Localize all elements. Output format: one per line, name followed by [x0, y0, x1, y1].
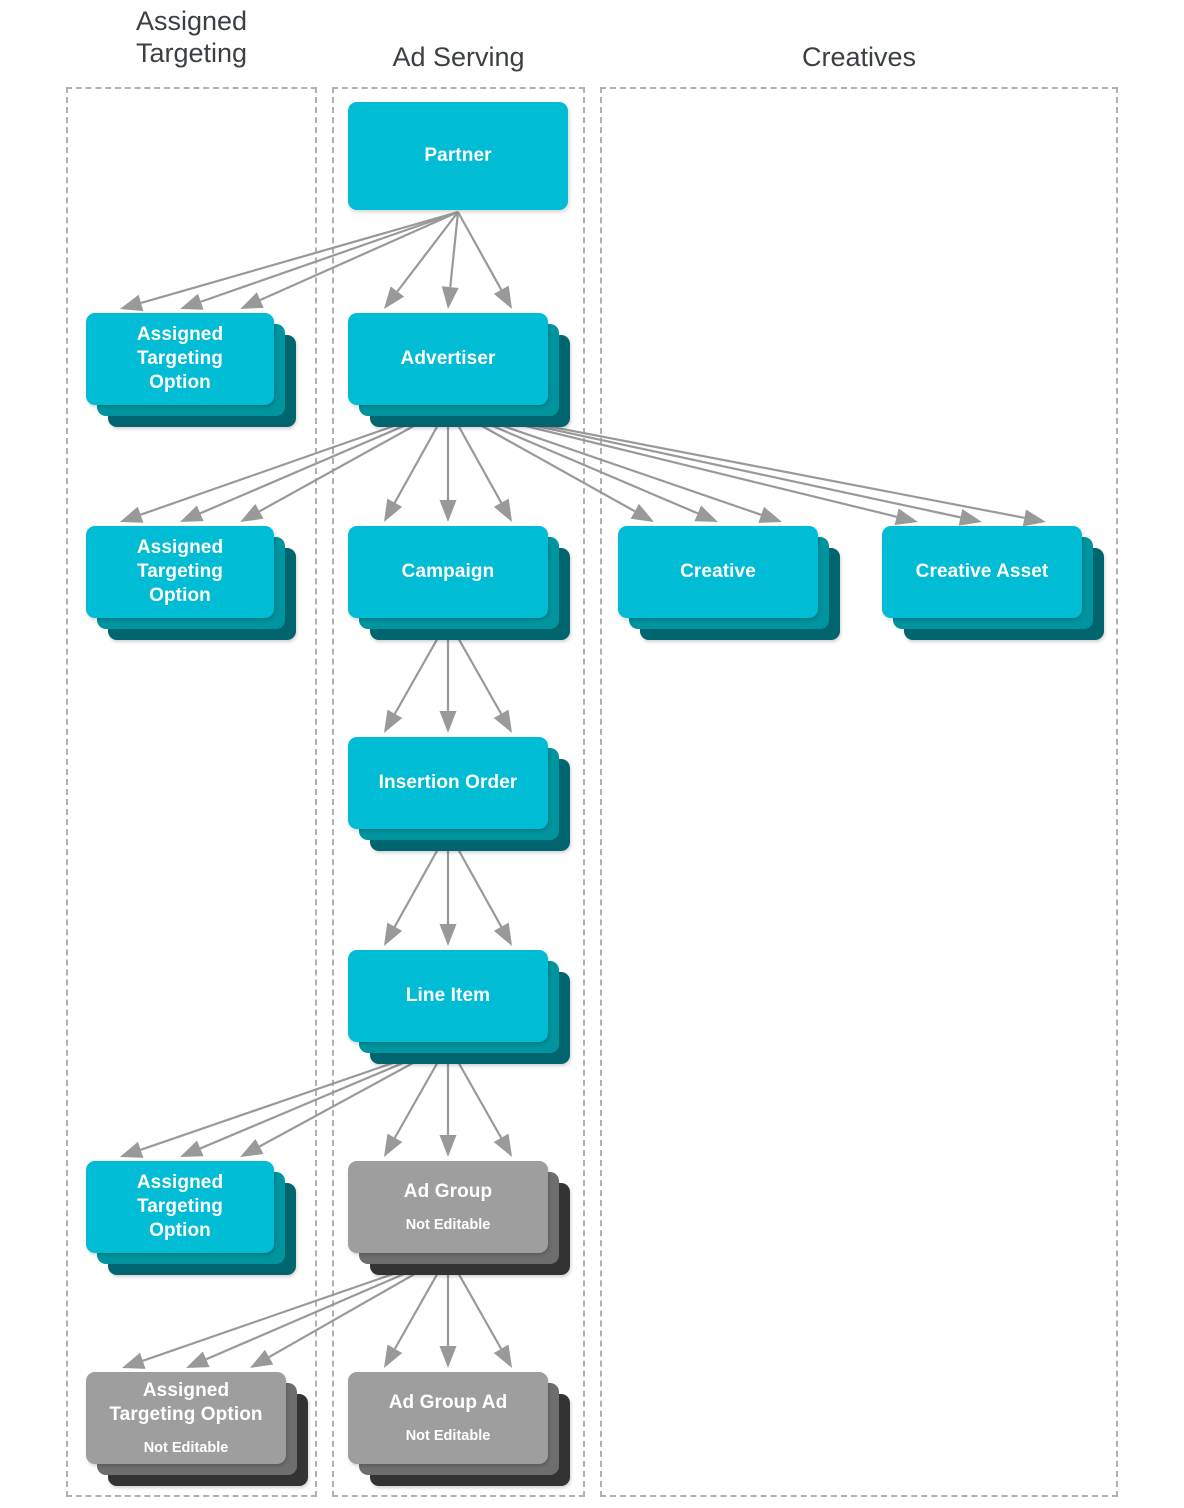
node-partner[interactable]: Partner	[348, 102, 568, 210]
node-label: Advertiser	[400, 348, 496, 370]
column-header-ad-serving: Ad Serving	[392, 42, 525, 72]
node-label: Insertion Order	[378, 772, 518, 794]
node-not-editable-note: Not Editable	[405, 1216, 491, 1233]
node-advertiser[interactable]: Advertiser	[348, 313, 570, 427]
node-label: Creative Asset	[915, 561, 1049, 583]
node-label: Assigned Targeting Option	[136, 324, 224, 393]
node-card-ad-group-ad[interactable]: Ad Group Ad Not Editable	[348, 1372, 548, 1464]
node-card-creative-asset[interactable]: Creative Asset	[882, 526, 1082, 618]
node-label: Assigned Targeting Option	[136, 537, 224, 606]
node-campaign[interactable]: Campaign	[348, 526, 570, 640]
node-card-assigned-targeting-option-line-item[interactable]: Assigned Targeting Option	[86, 1161, 274, 1253]
node-assigned-targeting-option-advertiser[interactable]: Assigned Targeting Option	[86, 526, 296, 640]
column-frame-ad-serving	[332, 87, 585, 1497]
node-not-editable-note: Not Editable	[405, 1427, 491, 1444]
node-creative-asset[interactable]: Creative Asset	[882, 526, 1104, 640]
node-assigned-targeting-option-partner[interactable]: Assigned Targeting Option	[86, 313, 296, 427]
node-label: Ad Group	[403, 1180, 493, 1202]
node-ad-group-ad[interactable]: Ad Group Ad Not Editable	[348, 1372, 570, 1486]
node-card-partner[interactable]: Partner	[348, 102, 568, 210]
node-card-insertion-order[interactable]: Insertion Order	[348, 737, 548, 829]
node-card-creative[interactable]: Creative	[618, 526, 818, 618]
column-frame-creatives	[600, 87, 1118, 1497]
column-frame-assigned-targeting	[66, 87, 317, 1497]
node-card-line-item[interactable]: Line Item	[348, 950, 548, 1042]
node-label: Line Item	[405, 985, 491, 1007]
node-card-campaign[interactable]: Campaign	[348, 526, 548, 618]
node-creative[interactable]: Creative	[618, 526, 840, 640]
node-label: Campaign	[401, 561, 495, 583]
column-header-assigned-targeting: Assigned Targeting	[135, 6, 248, 68]
node-assigned-targeting-option-line-item[interactable]: Assigned Targeting Option	[86, 1161, 296, 1275]
node-not-editable-note: Not Editable	[143, 1439, 229, 1456]
node-label: Assigned Targeting Option	[136, 1172, 224, 1241]
node-insertion-order[interactable]: Insertion Order	[348, 737, 570, 851]
node-label: Creative	[680, 561, 756, 583]
node-card-advertiser[interactable]: Advertiser	[348, 313, 548, 405]
node-line-item[interactable]: Line Item	[348, 950, 570, 1064]
node-label: Partner	[424, 145, 492, 167]
node-card-assigned-targeting-option-partner[interactable]: Assigned Targeting Option	[86, 313, 274, 405]
node-label: Ad Group Ad	[388, 1391, 508, 1413]
node-card-assigned-targeting-option-advertiser[interactable]: Assigned Targeting Option	[86, 526, 274, 618]
node-label: Assigned Targeting Option	[109, 1380, 263, 1425]
column-header-creatives: Creatives	[801, 42, 917, 72]
